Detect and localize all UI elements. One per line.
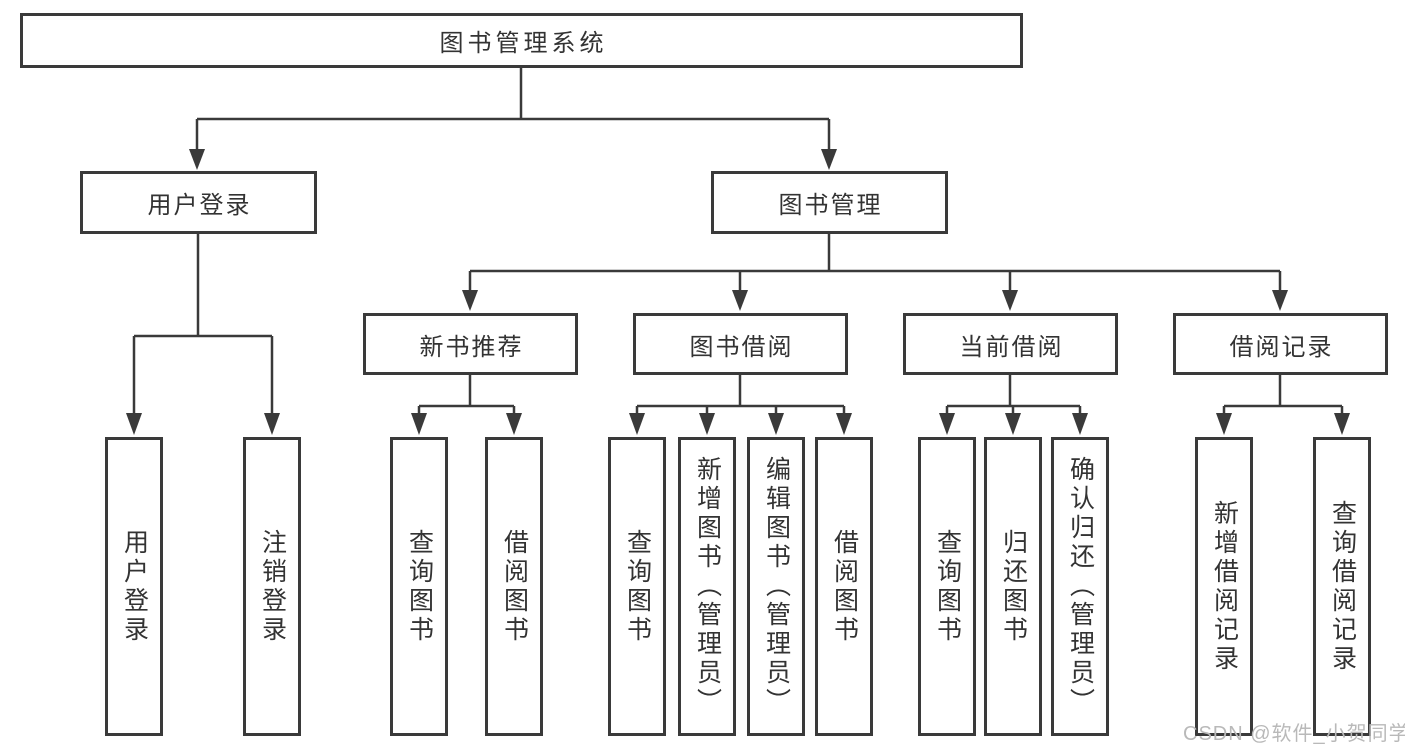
leaf-query-books-current: 查询图书 — [918, 437, 976, 736]
node-label: 查询图书 — [623, 528, 652, 645]
leaf-logout: 注销登录 — [243, 437, 301, 736]
node-label: 查询图书 — [405, 528, 434, 645]
node-library-management-system: 图书管理系统 — [20, 13, 1023, 68]
leaf-add-book-admin: 新增图书（管理员） — [678, 437, 736, 736]
node-book-management: 图书管理 — [711, 171, 948, 234]
node-label: 查询借阅记录 — [1328, 499, 1357, 674]
node-label: 借阅图书 — [830, 528, 859, 645]
leaf-user-login: 用户登录 — [105, 437, 163, 736]
node-label: 借阅图书 — [500, 528, 529, 645]
node-label: 注销登录 — [258, 528, 287, 645]
node-label: 查询图书 — [933, 528, 962, 645]
node-label: 编辑图书（管理员） — [762, 456, 791, 717]
node-label: 用户登录 — [147, 192, 252, 219]
node-label: 借阅记录 — [1229, 333, 1334, 361]
node-label: 图书管理系统 — [439, 30, 608, 57]
node-label: 新增图书（管理员） — [693, 456, 722, 717]
leaf-borrow-books: 借阅图书 — [815, 437, 873, 736]
node-label: 图书借阅 — [689, 333, 794, 361]
leaf-borrow-books-recommend: 借阅图书 — [485, 437, 543, 736]
leaf-add-borrow-record: 新增借阅记录 — [1195, 437, 1253, 736]
node-new-book-recommend: 新书推荐 — [363, 313, 578, 375]
node-current-borrowing: 当前借阅 — [903, 313, 1118, 375]
leaf-edit-book-admin: 编辑图书（管理员） — [747, 437, 805, 736]
node-user-login: 用户登录 — [80, 171, 317, 234]
leaf-return-books: 归还图书 — [984, 437, 1042, 736]
node-label: 图书管理 — [778, 192, 883, 219]
node-book-borrowing: 图书借阅 — [633, 313, 848, 375]
leaf-query-books-recommend: 查询图书 — [390, 437, 448, 736]
node-label: 归还图书 — [999, 528, 1028, 645]
node-label: 新增借阅记录 — [1210, 499, 1239, 674]
node-label: 用户登录 — [120, 528, 149, 645]
node-label: 确认归还（管理员） — [1066, 456, 1095, 717]
leaf-query-books-borrowing: 查询图书 — [608, 437, 666, 736]
csdn-watermark: CSDN @软件_小贺同学 — [1183, 723, 1405, 745]
node-borrowing-records: 借阅记录 — [1173, 313, 1388, 375]
leaf-query-borrow-record: 查询借阅记录 — [1313, 437, 1371, 736]
node-label: 当前借阅 — [959, 333, 1064, 361]
node-label: 新书推荐 — [419, 333, 524, 361]
leaf-confirm-return-admin: 确认归还（管理员） — [1051, 437, 1109, 736]
